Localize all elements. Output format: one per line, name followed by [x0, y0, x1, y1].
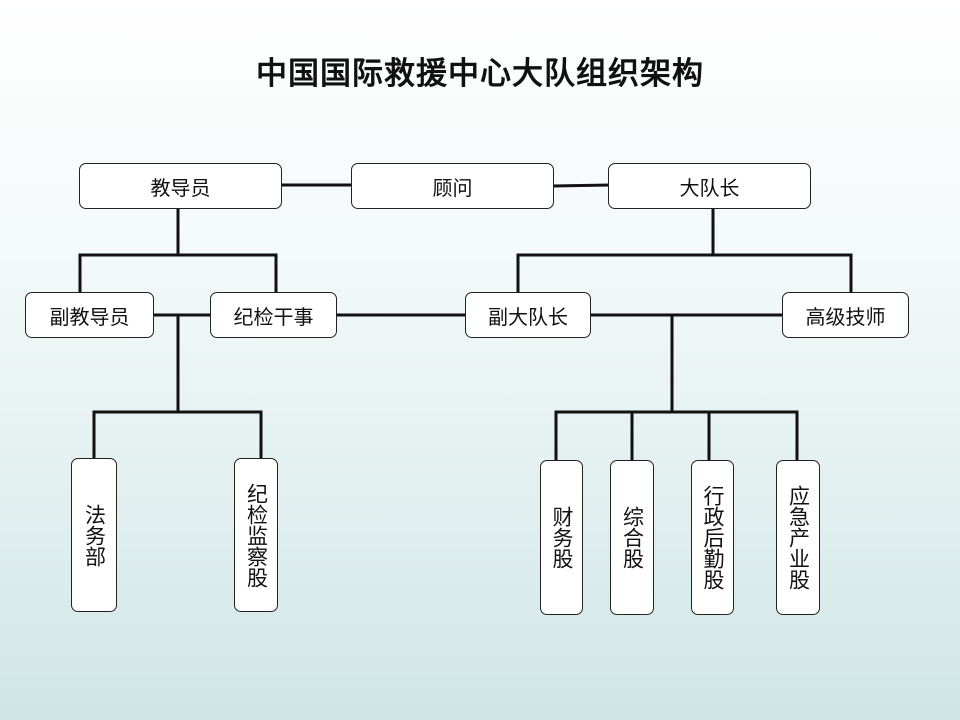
node-senior-technician: 高级技师	[782, 292, 909, 338]
node-deputy-captain: 副大队长	[465, 292, 591, 338]
node-advisor: 顾问	[351, 163, 554, 209]
node-instructor: 教导员	[79, 163, 282, 209]
connector-advisor-captain	[551, 183, 611, 188]
page-title: 中国国际救援中心大队组织架构	[256, 56, 704, 92]
node-finance-section: 财务股	[540, 460, 583, 615]
node-legal-dept: 法务部	[71, 458, 117, 612]
node-admin-logistics-section: 行政后勤股	[691, 460, 734, 615]
node-discipline-officer: 纪检干事	[210, 292, 337, 338]
node-deputy-instructor: 副教导员	[25, 292, 154, 338]
node-discipline-section: 纪检监察股	[234, 458, 278, 612]
node-general-section: 综合股	[610, 460, 654, 615]
node-emergency-industry-section: 应急产业股	[776, 460, 820, 615]
node-captain: 大队长	[608, 163, 811, 209]
